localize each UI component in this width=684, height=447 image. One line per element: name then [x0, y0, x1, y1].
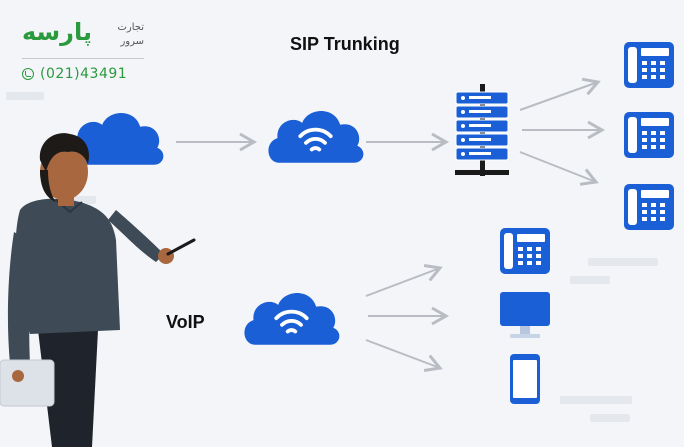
arrow-to-phone-1: [519, 77, 601, 111]
desk-phone-icon-2: [624, 112, 674, 158]
smartphone-icon: [510, 354, 540, 404]
server-rack-icon: [455, 84, 509, 176]
desk-phone-icon-voip: [500, 228, 550, 274]
logo-tagline-1: تجارت: [117, 22, 144, 33]
logo-phone-number: (021)43491: [40, 66, 128, 82]
presenter-illustration: [0, 133, 196, 447]
logo-brand-text: پارسه: [22, 18, 92, 46]
brand-logo: پارسه تجارت سرور (021)43491: [18, 14, 146, 88]
arrow-to-phone-3: [519, 151, 599, 186]
arrow-to-mobile: [365, 339, 443, 373]
desk-phone-icon-1: [624, 42, 674, 88]
desk-phone-icon-3: [624, 184, 674, 230]
logo-divider: [22, 58, 144, 59]
arrow-to-desk-phone: [365, 263, 443, 297]
phone-icon: [22, 68, 34, 80]
cloud-wifi-icon-top: [268, 111, 364, 163]
sip-trunking-heading: SIP Trunking: [290, 34, 400, 54]
cloud-wifi-icon-bottom: [244, 293, 340, 345]
monitor-icon: [500, 292, 550, 338]
logo-phone-row: (021)43491: [22, 66, 127, 82]
logo-tagline-2: سرور: [120, 36, 144, 47]
voip-heading: VoIP: [166, 312, 205, 332]
